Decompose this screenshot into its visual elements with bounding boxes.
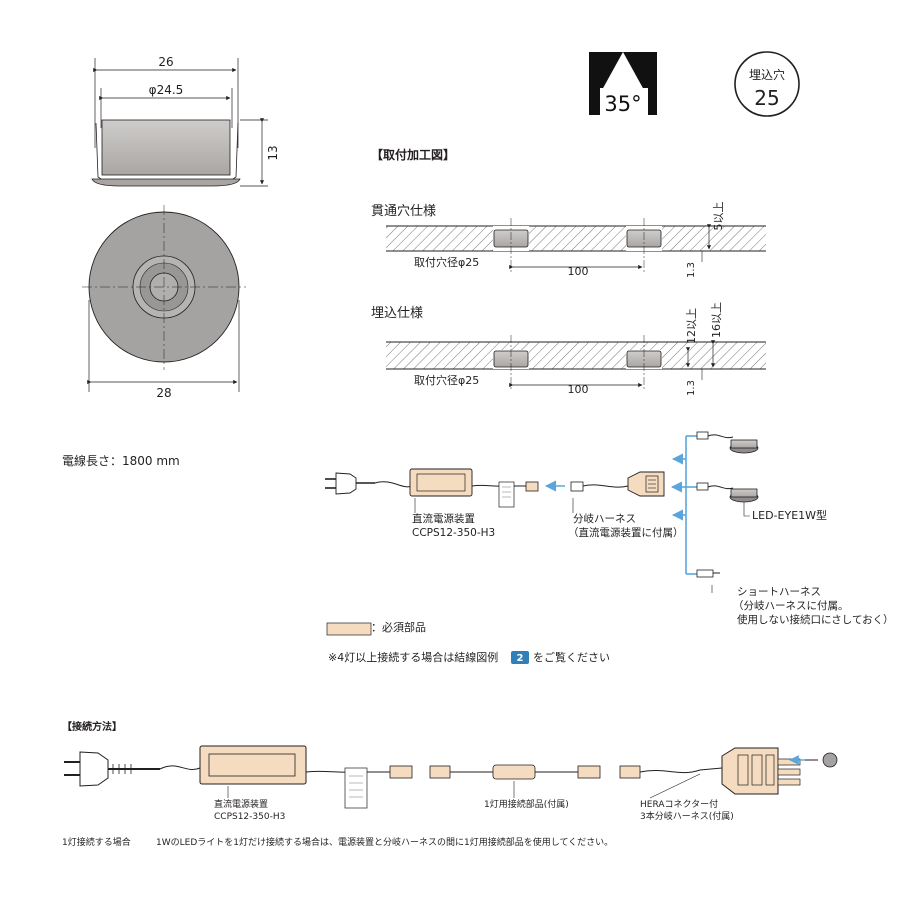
hera-harness-note: 3本分岐ハーネス(付属) — [640, 812, 734, 822]
plug-icon — [64, 751, 160, 787]
connector-icon — [619, 765, 641, 779]
hole-25-icon — [734, 51, 800, 117]
power-supply-icon — [199, 745, 307, 785]
install-title: 【取付加工図】 — [371, 148, 456, 162]
connector-icon — [429, 765, 451, 779]
through-pitch: 100 — [568, 265, 589, 278]
note-suffix: をご覧ください — [533, 651, 610, 664]
through-hole-section — [386, 218, 766, 272]
embed-depth: 1.3 — [686, 380, 697, 396]
led-light-icon — [696, 431, 759, 454]
note-badge: 2 — [517, 653, 524, 664]
connection-title: 【接続方法】 — [62, 722, 122, 733]
short-harness-note2: 使用しない接続口にさしておく） — [737, 614, 894, 626]
connection-diagram — [64, 745, 838, 809]
through-title: 貫通穴仕様 — [371, 204, 437, 219]
short-harness-icon — [696, 569, 714, 578]
legend-required: ：必須部品 — [371, 621, 426, 634]
label-tag — [344, 767, 368, 809]
hole-badge-value: 25 — [754, 86, 779, 110]
required-part-swatch — [326, 622, 372, 636]
embed-depth-min: 12以上 — [685, 308, 698, 344]
wiring-diagram — [325, 431, 759, 664]
cable-length: 電線長さ：1800 mm — [62, 454, 180, 468]
embed-hole-label: 取付穴径φ25 — [414, 374, 480, 387]
led-light-icon — [822, 752, 838, 768]
short-harness-note1: （分岐ハーネスに付属。 — [733, 600, 849, 612]
short-harness-name: ショートハーネス — [737, 586, 821, 598]
product-body — [101, 119, 231, 176]
product-flange — [91, 178, 241, 187]
angle-35-icon — [589, 52, 657, 115]
power-supply-icon — [409, 468, 473, 497]
product-side-view — [91, 58, 268, 187]
branch-harness-note: （直流電源装置に付属） — [568, 527, 684, 539]
branch-harness-name: 分岐ハーネス — [573, 513, 636, 525]
conn-power-supply-name: 直流電源装置 — [214, 800, 269, 810]
embed-title: 埋込仕様 — [371, 306, 424, 321]
through-hole-label: 取付穴径φ25 — [414, 256, 480, 269]
hera-harness-icon — [721, 747, 801, 795]
dim-label-phi: φ24.5 — [149, 83, 184, 97]
led-model-label: LED-EYE1W型 — [752, 509, 828, 522]
connector-icon — [525, 481, 539, 492]
led-light-icon — [696, 482, 759, 503]
conn-power-supply-model: CCPS12-350-H3 — [214, 812, 286, 822]
through-thickness: 5以上 — [712, 202, 725, 231]
one-light-part-icon — [492, 764, 536, 780]
hera-harness-name: HERAコネクター付 — [640, 800, 719, 810]
power-supply-name: 直流電源装置 — [412, 513, 475, 525]
embed-thickness: 16以上 — [710, 302, 723, 338]
label-tag — [498, 481, 515, 508]
dim-label-13: 13 — [266, 145, 280, 160]
note-prefix: ※4灯以上接続する場合は結線図例 — [328, 651, 499, 664]
dim-label-28: 28 — [156, 386, 171, 400]
hole-badge-label: 埋込穴 — [749, 67, 785, 82]
product-top-view — [82, 205, 246, 392]
connector-icon — [570, 481, 584, 492]
embed-section — [386, 335, 766, 390]
angle-label: 35° — [604, 92, 641, 116]
dim-label-26: 26 — [158, 55, 173, 69]
connector-icon — [577, 765, 601, 779]
note-badge-bg — [511, 651, 529, 664]
plug-icon — [325, 472, 375, 495]
power-supply-model: CCPS12-350-H3 — [412, 527, 496, 539]
branch-harness-box — [627, 471, 665, 497]
through-depth: 1.3 — [686, 262, 697, 278]
one-light-part-label: 1灯用接続部品(付属) — [484, 800, 569, 810]
connector-icon — [389, 765, 413, 779]
single-case-note: 1WのLEDライトを1灯だけ接続する場合は、電源装置と分岐ハーネスの間に1灯用接… — [156, 838, 614, 848]
single-case-label: 1灯接続する場合 — [62, 838, 131, 848]
embed-pitch: 100 — [568, 383, 589, 396]
